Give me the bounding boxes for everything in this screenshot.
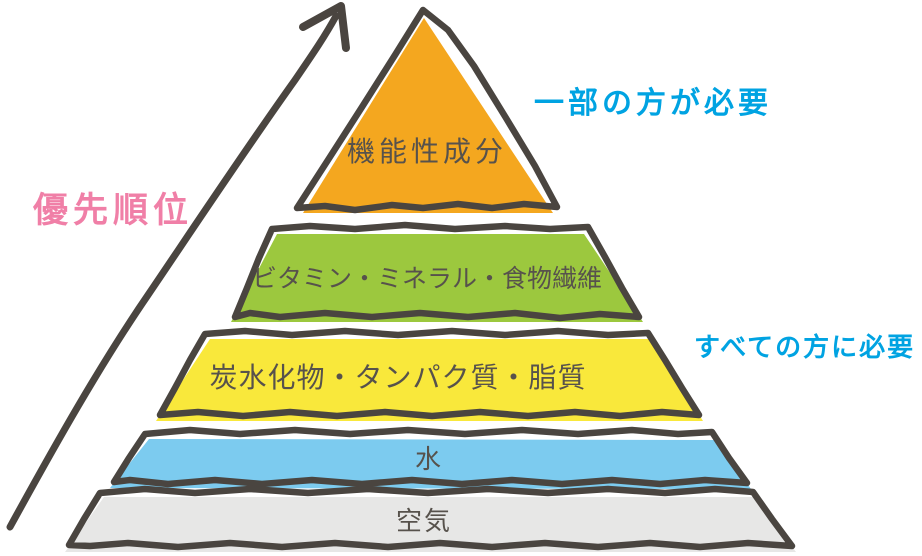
pyramid-level-carbs-protein-fat: 炭水化物・タンパク質・脂質	[156, 327, 703, 421]
level-shape-water	[110, 439, 751, 489]
pyramid-level-water: 水	[110, 426, 751, 489]
pyramid-level-functional-components: 機能性成分	[293, 6, 561, 214]
level-label-functional-components: 機能性成分	[347, 135, 507, 168]
level-label-vitamins-minerals-fiber: ビタミン・ミネラル・食物繊維	[252, 264, 602, 293]
pyramid-level-air: 空気	[65, 485, 796, 552]
level-outline-water	[110, 426, 751, 488]
pyramid-level-vitamins-minerals-fiber: ビタミン・ミネラル・食物繊維	[231, 221, 643, 322]
annotation-some-people-needed: 一部の方が必要	[534, 86, 772, 121]
level-shape-carbs-protein-fat	[156, 339, 703, 421]
level-label-air: 空気	[396, 507, 452, 537]
level-outline-functional-components	[293, 6, 561, 214]
level-shape-functional-components	[303, 18, 553, 213]
level-label-water: 水	[415, 445, 441, 475]
level-outline-air	[65, 485, 796, 551]
level-shape-air	[65, 497, 796, 552]
arrow-head-icon	[299, 2, 350, 52]
arrow-shaft	[6, 12, 340, 531]
level-shape-vitamins-minerals-fiber	[231, 234, 643, 322]
level-outline-carbs-protein-fat	[156, 327, 703, 420]
priority-axis-label: 優先順位	[32, 191, 193, 231]
annotation-everyone-needed: すべての方に必要	[694, 332, 915, 363]
level-outline-vitamins-minerals-fiber	[231, 221, 643, 322]
priority-arrow	[6, 2, 350, 531]
level-label-carbs-protein-fat: 炭水化物・タンパク質・脂質	[209, 361, 586, 394]
